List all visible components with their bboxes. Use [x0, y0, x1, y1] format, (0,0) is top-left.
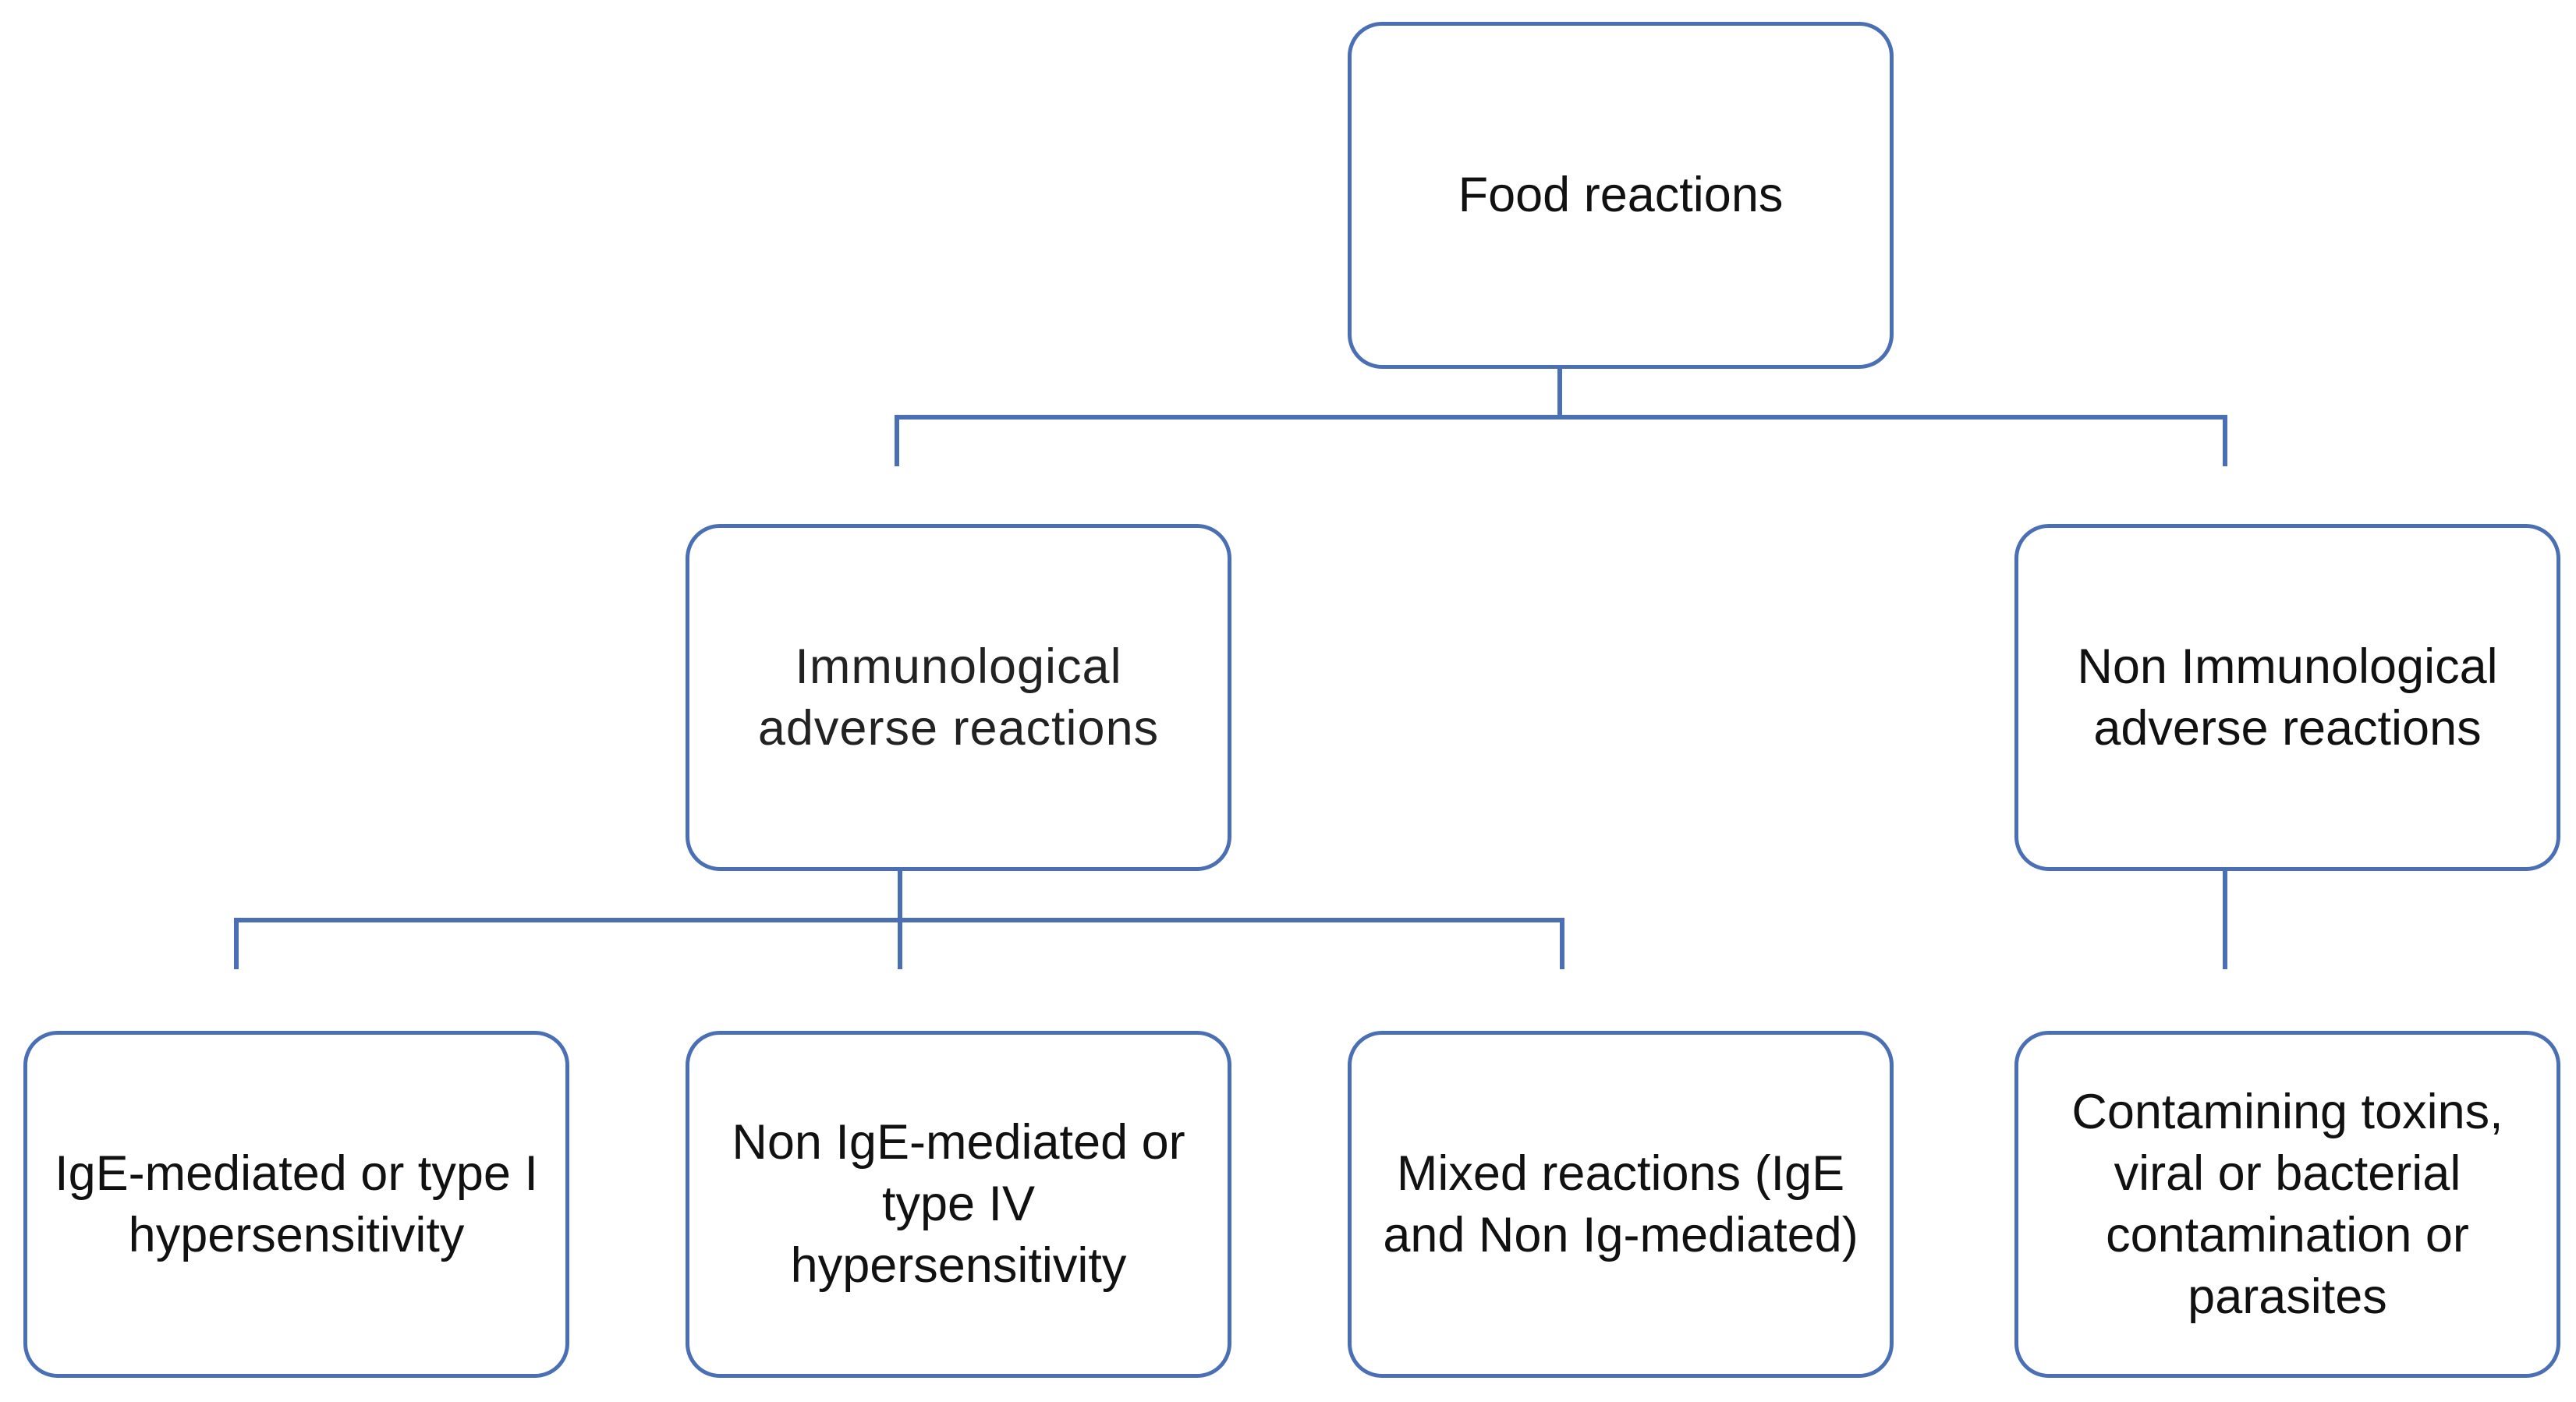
node-mixed-reactions-label: Mixed reactions (IgE and Non Ig-mediated…	[1383, 1145, 1858, 1262]
node-mixed-reactions: Mixed reactions (IgE and Non Ig-mediated…	[1348, 1031, 1894, 1378]
node-food-reactions: Food reactions	[1348, 22, 1894, 369]
node-non-ige-mediated-label: Non IgE-mediated or type IV hypersensiti…	[732, 1115, 1185, 1293]
node-contamining-toxins-label: Contamining toxins, viral or bacterial c…	[2071, 1084, 2503, 1324]
node-immunological-adverse-reactions: Immunological adverse reactions	[686, 524, 1231, 871]
node-non-immunological-adverse-reactions: Non Immunological adverse reactions	[2014, 524, 2560, 871]
node-non-immunological-label: Non Immunological adverse reactions	[2077, 639, 2498, 756]
node-non-ige-mediated: Non IgE-mediated or type IV hypersensiti…	[686, 1031, 1231, 1378]
node-immunological-label: Immunological adverse reactions	[757, 639, 1160, 756]
node-food-reactions-label: Food reactions	[1458, 168, 1784, 222]
node-ige-mediated-label: IgE-mediated or type I hypersensitivity	[55, 1145, 538, 1262]
node-ige-mediated: IgE-mediated or type I hypersensitivity	[23, 1031, 569, 1378]
node-contamining-toxins: Contamining toxins, viral or bacterial c…	[2014, 1031, 2560, 1378]
